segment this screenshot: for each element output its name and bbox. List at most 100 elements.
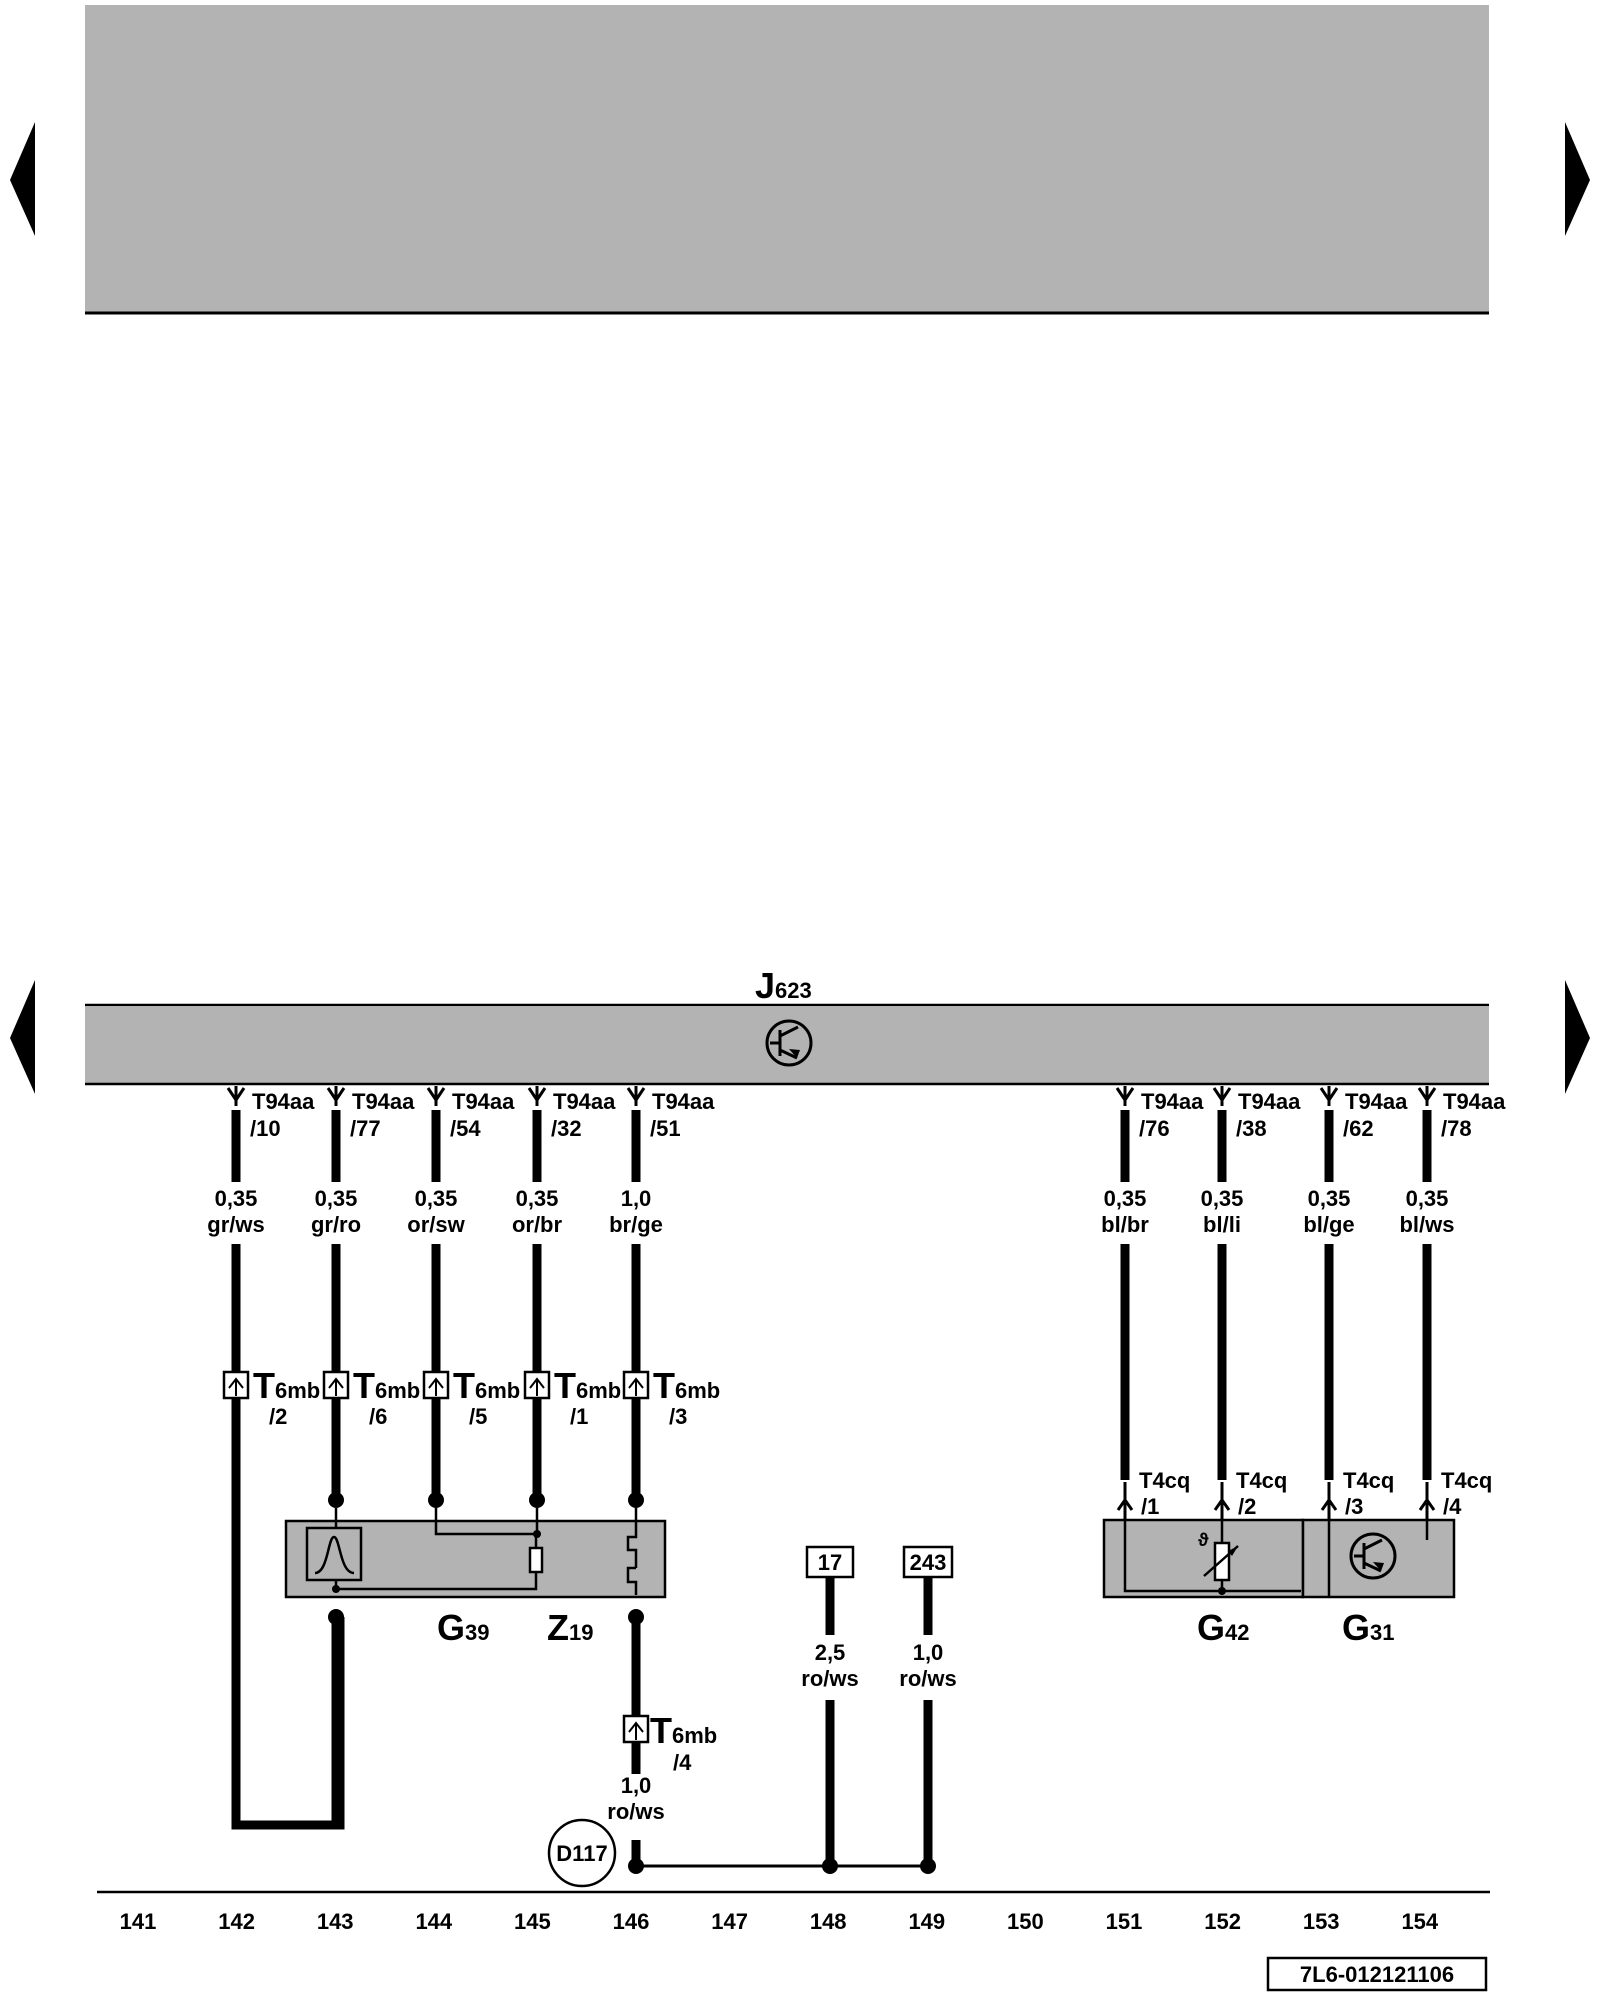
g42-g31-component: ϑ [1102,1518,1456,1599]
t94aa-name-8: T94aa [1443,1089,1506,1114]
t94aa-pin-2: /54 [450,1116,481,1141]
t6mb-pin-0: /2 [269,1404,287,1429]
grid-number-150: 150 [1007,1909,1044,1934]
t4cq-pin-0: /1 [1141,1494,1159,1519]
ground-wire-color: ro/ws [607,1799,664,1824]
t94aa-pin-7: /62 [1343,1116,1374,1141]
wire-color-8: bl/ws [1399,1212,1454,1237]
t6mb-label-1: T6mb [353,1365,420,1406]
heater-element-icon [528,1546,544,1574]
grid-number-152: 152 [1204,1909,1241,1934]
t94aa-name-0: T94aa [252,1089,315,1114]
ref243-wire-size: 1,0 [913,1640,944,1665]
nav-prev-arrow-top[interactable] [10,122,35,236]
t4cq-pin-1: /2 [1238,1494,1256,1519]
grid-number-144: 144 [415,1909,452,1934]
grid-number-151: 151 [1106,1909,1143,1934]
t94aa-name-7: T94aa [1345,1089,1408,1114]
t94aa-pin-5: /76 [1139,1116,1170,1141]
t4cq-name-0: T4cq [1139,1468,1190,1493]
t94aa-pin-4: /51 [650,1116,681,1141]
wire-color-3: or/br [512,1212,563,1237]
wire-size-1: 0,35 [315,1186,358,1211]
temperature-sensor-icon: ϑ [1198,1530,1239,1582]
t94aa-name-5: T94aa [1141,1089,1204,1114]
doc-id: 7L6-012121106 [1300,1962,1454,1987]
t6mb-pin-2: /5 [469,1404,487,1429]
ref-box-17[interactable]: 17 [805,1545,855,1579]
wire-color-7: bl/ge [1303,1212,1354,1237]
grid-number-149: 149 [908,1909,945,1934]
t4cq-name-2: T4cq [1343,1468,1394,1493]
pressure-sensor-transistor-icon [1349,1532,1397,1580]
t4cq-pin-2: /3 [1345,1494,1363,1519]
grid-number-153: 153 [1303,1909,1340,1934]
left-wire-group [222,1086,650,1866]
ground-wire-size: 1,0 [621,1773,652,1798]
nav-prev-arrow[interactable] [10,980,35,1094]
t4cq-name-1: T4cq [1236,1468,1287,1493]
ref-box-243[interactable]: 243 [902,1545,954,1579]
t6mb-pin-1: /6 [369,1404,387,1429]
nav-next-arrow[interactable] [1565,980,1590,1094]
t94aa-pin-3: /32 [551,1116,582,1141]
fuse-heater-icon [626,1508,638,1595]
t6mb-connectors [222,1370,650,1744]
wire-color-1: gr/ro [311,1212,361,1237]
grid-number-141: 141 [120,1909,157,1934]
t94aa-pin-labels: T94aa/10T94aa/77T94aa/54T94aa/32T94aa/51… [250,1089,1506,1141]
t94aa-pin-1: /77 [350,1116,381,1141]
g42-label: G42 [1197,1607,1250,1648]
t94aa-name-6: T94aa [1238,1089,1301,1114]
t94aa-name-2: T94aa [452,1089,515,1114]
wire-size-2: 0,35 [415,1186,458,1211]
ref243-wire-color: ro/ws [899,1666,956,1691]
ground-point-d117 [547,1818,617,1888]
right-wire-group [1115,1086,1437,1520]
wire-labels: 0,35gr/ws0,35gr/ro0,35or/sw0,35or/br1,0b… [207,1186,1454,1237]
t6mb-label-0: T6mb [253,1365,320,1406]
wire-size-7: 0,35 [1308,1186,1351,1211]
t6mb-pin-4: /3 [669,1404,687,1429]
t94aa-pin-8: /78 [1441,1116,1472,1141]
wire-size-4: 1,0 [621,1186,652,1211]
nav-next-arrow-top[interactable] [1565,122,1590,236]
wire-size-3: 0,35 [516,1186,559,1211]
wire-color-0: gr/ws [207,1212,264,1237]
t94aa-name-4: T94aa [652,1089,715,1114]
wire-size-8: 0,35 [1406,1186,1449,1211]
t4cq-pin-3: /4 [1443,1494,1462,1519]
ground-splice: D117 [547,1818,936,1888]
grid-number-154: 154 [1401,1909,1438,1934]
t6mb-label-3: T6mb [554,1365,621,1406]
wire-color-6: bl/li [1203,1212,1241,1237]
ground-label: D117 [556,1841,607,1866]
j623-block [85,1006,1489,1083]
z19-label: Z19 [547,1607,593,1648]
svg-text:17: 17 [818,1550,842,1575]
g39-label: G39 [437,1607,490,1648]
ecu-transistor-icon [765,1019,813,1067]
svg-text:ϑ: ϑ [1198,1530,1209,1550]
j623-label: J623 [755,965,812,1006]
t6mb-pin-3: /1 [570,1404,588,1429]
grid-number-146: 146 [613,1909,650,1934]
g39-z19-component [284,1508,667,1599]
wire-color-2: or/sw [407,1212,465,1237]
t94aa-name-1: T94aa [352,1089,415,1114]
wire-size-0: 0,35 [215,1186,258,1211]
t4cq-name-3: T4cq [1441,1468,1492,1493]
grid-number-142: 142 [218,1909,255,1934]
grid-number-147: 147 [711,1909,748,1934]
j623-pin-arrows [226,1086,646,1106]
ref17-wire-color: ro/ws [801,1666,858,1691]
wire-size-6: 0,35 [1201,1186,1244,1211]
t94aa-name-3: T94aa [553,1089,616,1114]
t6mb-4-label: T6mb [650,1710,717,1751]
t6mb-label-2: T6mb [453,1365,520,1406]
upper-unit-block [85,5,1489,313]
